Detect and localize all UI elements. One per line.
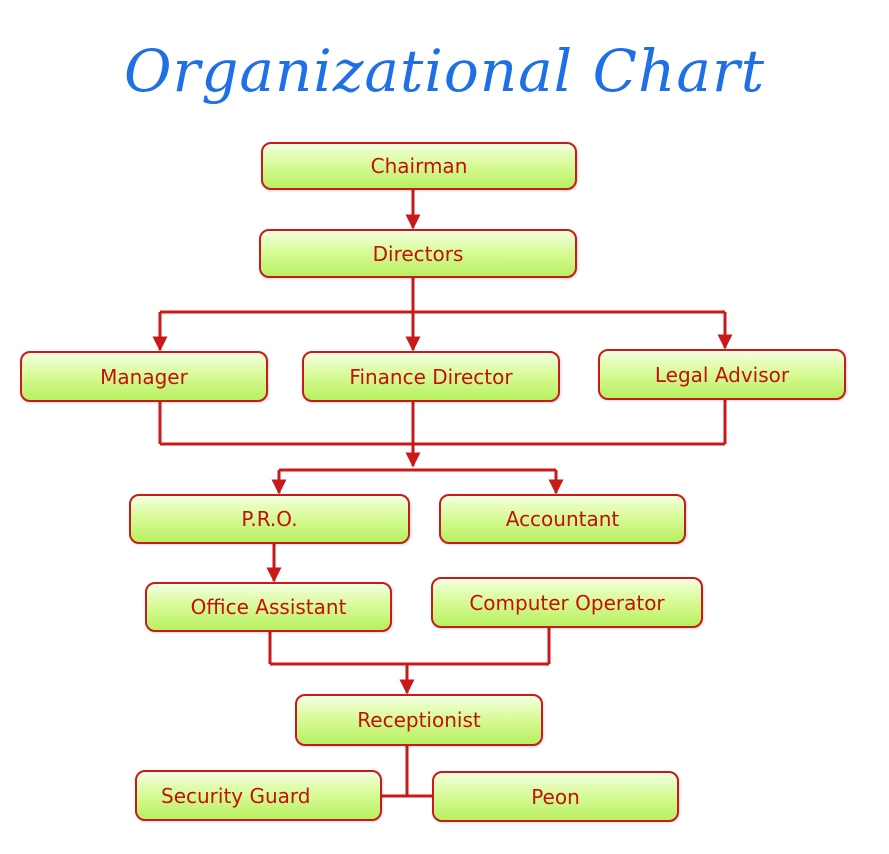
page-title: Organizational Chart <box>123 37 766 105</box>
node-pro: P.R.O. <box>129 494 410 544</box>
node-computer-operator: Computer Operator <box>431 577 703 628</box>
node-chairman: Chairman <box>261 142 577 190</box>
node-receptionist: Receptionist <box>295 694 543 746</box>
node-security-guard: Security Guard <box>135 770 382 821</box>
node-directors: Directors <box>259 229 577 278</box>
node-peon: Peon <box>432 771 679 822</box>
node-finance-director: Finance Director <box>302 351 560 402</box>
node-office-assistant: Office Assistant <box>145 582 392 632</box>
node-accountant: Accountant <box>439 494 686 544</box>
node-manager: Manager <box>20 351 268 402</box>
node-legal-advisor: Legal Advisor <box>598 349 846 400</box>
